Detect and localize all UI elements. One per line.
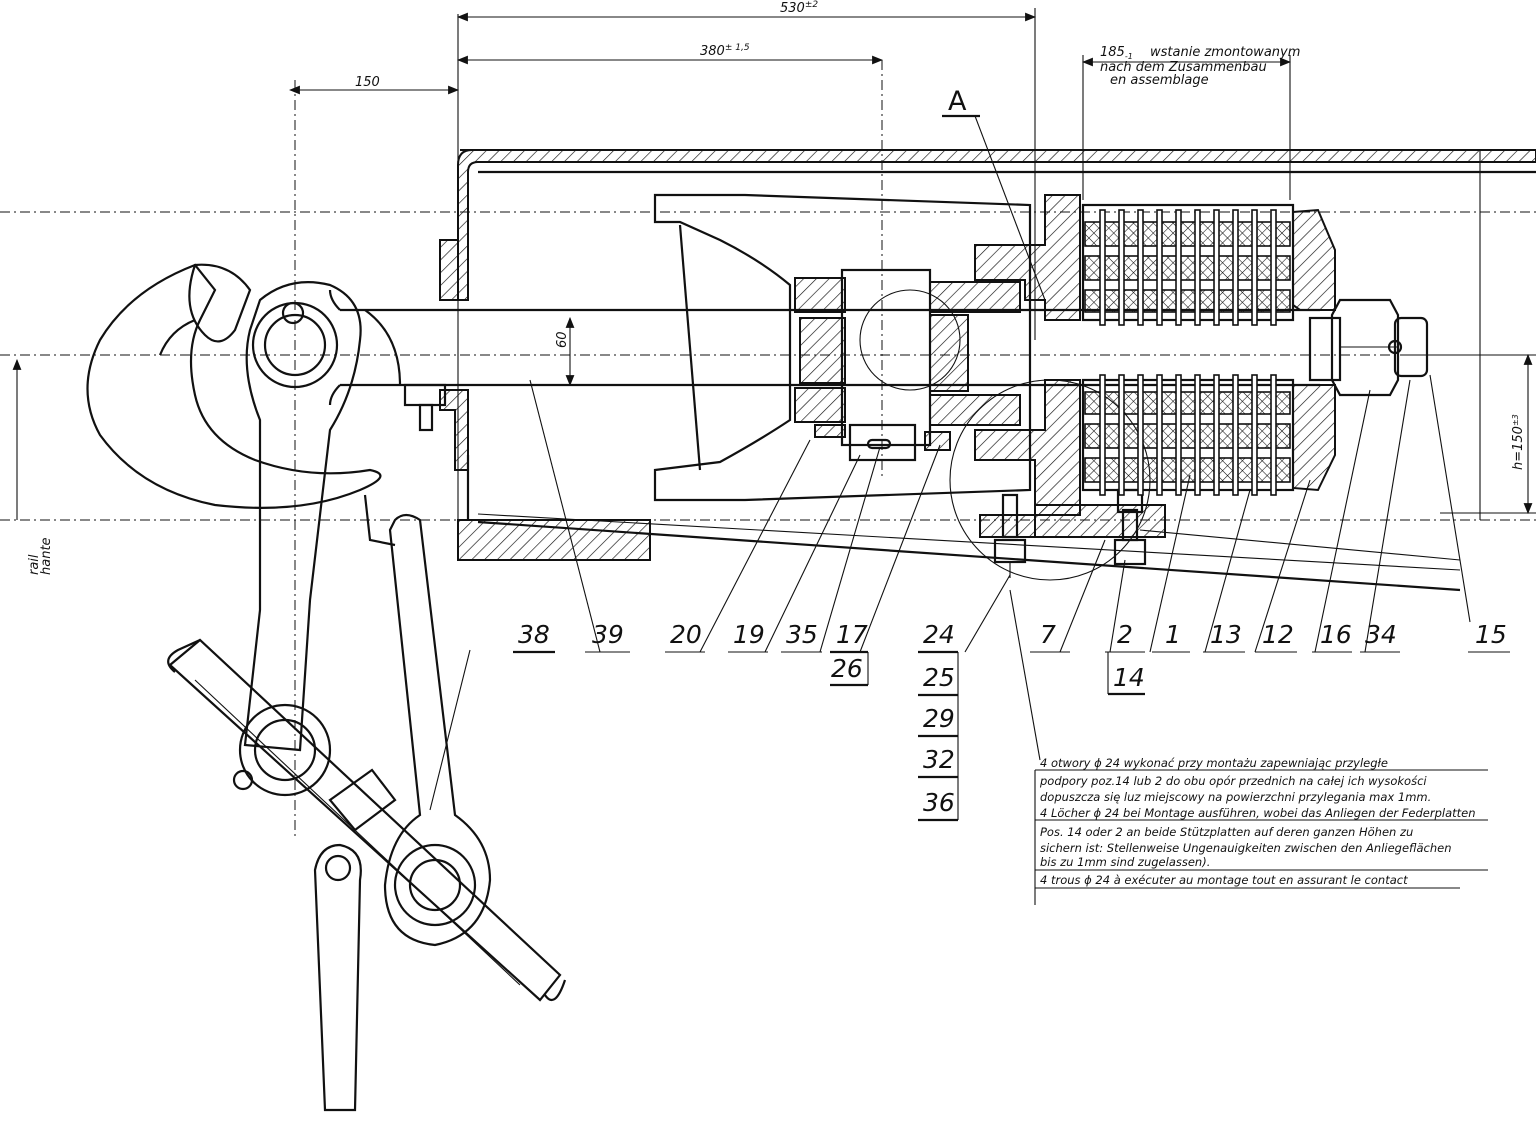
pos-24: 24 xyxy=(923,620,955,649)
spring-plate xyxy=(1251,374,1258,496)
pos-26: 26 xyxy=(831,654,863,683)
pos-1: 1 xyxy=(1165,620,1181,649)
rod-nut xyxy=(1308,298,1429,397)
spring-plate xyxy=(1213,374,1220,496)
svg-text:dopuszcza się luz miejscowy na: dopuszcza się luz miejscowy na powierzch… xyxy=(1040,790,1431,804)
svg-text:A: A xyxy=(948,86,967,117)
spring-plate xyxy=(1156,209,1163,326)
position-labels: 38 39 20 19 35 17 26 24 25 29 32 36 7 2 … xyxy=(513,620,1510,822)
spring-plate xyxy=(1118,374,1125,496)
yoke-body xyxy=(653,193,1032,502)
svg-text:380± 1,5: 380± 1,5 xyxy=(700,43,750,59)
buffer-housing xyxy=(439,149,1536,592)
pos-38: 38 xyxy=(518,620,550,649)
svg-text:bis zu 1mm sind zugelassen).: bis zu 1mm sind zugelassen). xyxy=(1040,855,1210,869)
assembly-notes: 4 otwory ϕ 24 wykonać przy montażu zapew… xyxy=(1034,756,1488,905)
pos-35: 35 xyxy=(786,620,818,649)
bolt-left xyxy=(993,493,1027,578)
pos-12: 12 xyxy=(1262,620,1294,649)
spring-plate xyxy=(1156,374,1163,496)
coupling-hook xyxy=(86,263,402,509)
spring-stack xyxy=(1081,203,1295,492)
spring-plate xyxy=(1270,374,1277,496)
tube-crossbar xyxy=(167,638,567,1002)
spring-plate xyxy=(1175,374,1182,496)
hook-shackle xyxy=(232,281,362,797)
rear-plate xyxy=(1292,208,1336,492)
spring-plate xyxy=(1194,374,1201,496)
pos-29: 29 xyxy=(923,704,955,733)
svg-text:60: 60 xyxy=(555,331,570,348)
dimension-texts: 530±2 380± 1,5 150 60 h=150±3 185-1 wsta… xyxy=(27,0,1526,575)
spring-plate xyxy=(1099,209,1106,326)
spring-plate xyxy=(1270,209,1277,326)
svg-text:150: 150 xyxy=(355,75,380,90)
spring-plates xyxy=(1099,209,1277,496)
lever-handle xyxy=(313,843,362,1112)
pos-34: 34 xyxy=(1365,620,1397,649)
svg-text:4 trous ϕ 24 à exécuter au mon: 4 trous ϕ 24 à exécuter au montage tout … xyxy=(1040,873,1408,887)
front-plate xyxy=(949,194,1166,581)
pos-39: 39 xyxy=(592,620,624,649)
spring-plate xyxy=(1194,209,1201,326)
pos-17: 17 xyxy=(836,620,868,649)
svg-text:en assemblage: en assemblage xyxy=(1110,73,1209,88)
spring-plate xyxy=(1137,209,1144,326)
svg-text:Pos. 14 oder 2 an beide Stützp: Pos. 14 oder 2 an beide Stützplatten auf… xyxy=(1040,825,1413,839)
svg-text:podpory poz.14 lub 2 do obu op: podpory poz.14 lub 2 do obu opór przedni… xyxy=(1039,774,1427,788)
pos-7: 7 xyxy=(1040,620,1056,649)
lever-38 xyxy=(363,494,492,947)
spring-plate xyxy=(1232,209,1239,326)
svg-text:sichern ist: Stellenweise Unge: sichern ist: Stellenweise Ungenauigkeite… xyxy=(1040,841,1452,855)
housing-bolt xyxy=(403,383,447,432)
pos-20: 20 xyxy=(670,620,702,649)
spring-plate xyxy=(1118,209,1125,326)
spring-plate xyxy=(1137,374,1144,496)
svg-text:4 otwory ϕ 24 wykonać przy mon: 4 otwory ϕ 24 wykonać przy montażu zapew… xyxy=(1040,756,1388,770)
pos-25: 25 xyxy=(923,663,955,692)
svg-text:nach dem Zusammenbau: nach dem Zusammenbau xyxy=(1100,60,1267,75)
pos-19: 19 xyxy=(733,620,765,649)
leader-lines xyxy=(429,374,1471,811)
pos-32: 32 xyxy=(923,745,955,774)
svg-text:wstanie zmontowanym: wstanie zmontowanym xyxy=(1150,45,1300,60)
pos-14: 14 xyxy=(1113,663,1145,692)
spring-plate xyxy=(1232,374,1239,496)
svg-text:530±2: 530±2 xyxy=(780,0,818,16)
spring-plate xyxy=(1099,374,1106,496)
svg-text:185-1: 185-1 xyxy=(1100,45,1133,61)
svg-text:4 Löcher ϕ 24 bei Montage ausf: 4 Löcher ϕ 24 bei Montage ausführen, wob… xyxy=(1040,806,1476,820)
pos-2: 2 xyxy=(1117,620,1133,649)
spring-plate xyxy=(1251,209,1258,326)
svg-text:hante: hante xyxy=(39,537,54,575)
pos-13: 13 xyxy=(1210,620,1242,649)
spring-plate xyxy=(1175,209,1182,326)
pos-15: 15 xyxy=(1475,620,1507,649)
spring-plate xyxy=(1213,209,1220,326)
pos-16: 16 xyxy=(1320,620,1352,649)
svg-text:h=150±3: h=150±3 xyxy=(1511,414,1526,470)
pos-36: 36 xyxy=(923,788,955,817)
svg-text:rail: rail xyxy=(27,554,42,575)
